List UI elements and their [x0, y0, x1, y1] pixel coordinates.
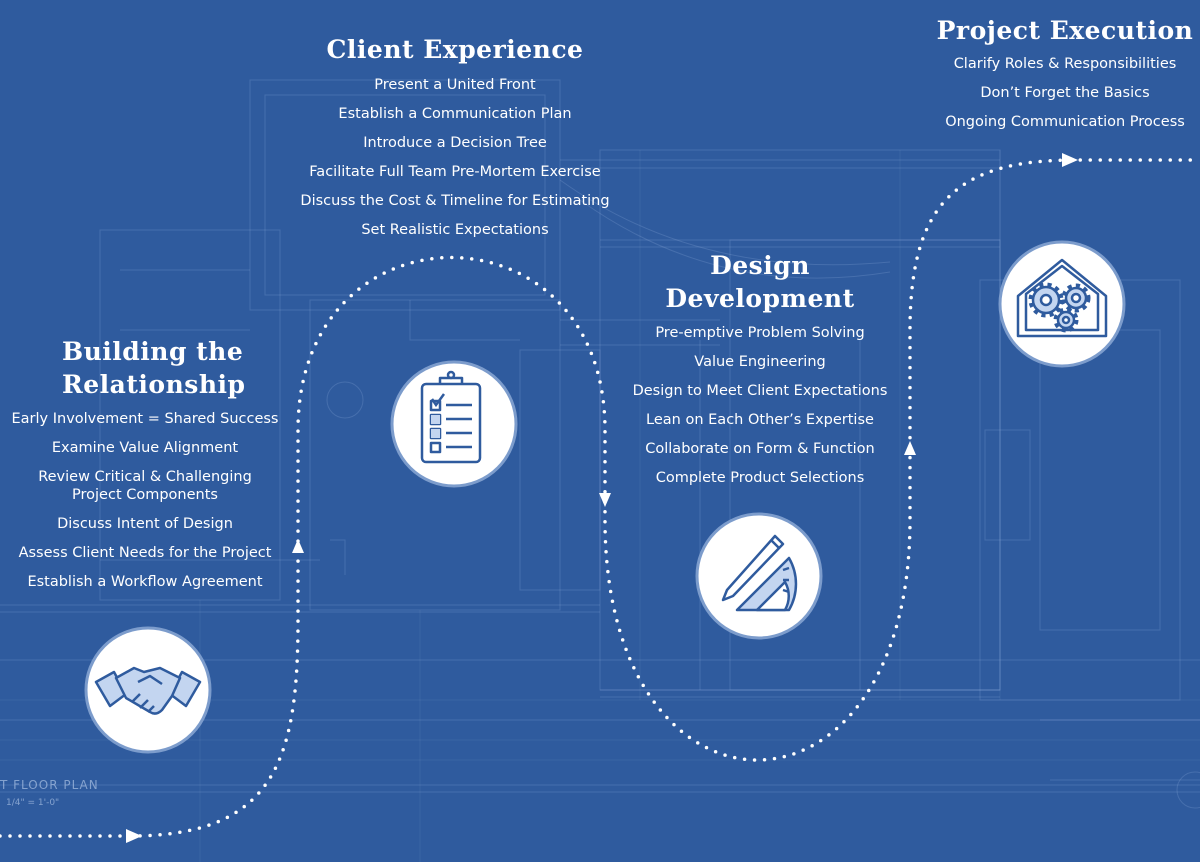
handshake-icon	[84, 626, 212, 754]
house-gears-icon	[998, 240, 1126, 368]
project-execution-list: Clarify Roles & Responsibilities Don’t F…	[930, 55, 1200, 131]
list-item: Lean on Each Other’s Expertise	[646, 412, 874, 428]
scale-label: 1/4" = 1'-0"	[6, 798, 60, 808]
list-item: Establish a Communication Plan	[338, 106, 572, 122]
list-item: Project Components	[72, 487, 218, 503]
title-line: Design	[710, 251, 810, 280]
dotted-process-curve	[0, 158, 1200, 838]
title-line: Development	[665, 284, 855, 313]
list-item: Don’t Forget the Basics	[980, 85, 1150, 101]
list-item: Pre-emptive Problem Solving	[655, 325, 865, 341]
list-item: Design to Meet Client Expectations	[632, 383, 888, 399]
list-item: Examine Value Alignment	[51, 440, 239, 456]
clipboard-checklist-icon	[390, 360, 518, 488]
design-development-title: Design Development	[605, 249, 915, 315]
list-item: Set Realistic Expectations	[361, 222, 549, 238]
arrow-center-down-icon	[599, 493, 611, 507]
arrow-bottom-right-icon	[126, 829, 142, 843]
list-item: Establish a Workflow Agreement	[27, 574, 263, 590]
pencil-protractor-icon	[695, 512, 823, 640]
list-item: Introduce a Decision Tree	[363, 135, 547, 151]
client-experience-list: Present a United Front Establish a Commu…	[255, 76, 655, 239]
client-experience-title: Client Experience	[326, 35, 584, 64]
list-item: Discuss the Cost & Timeline for Estimati…	[300, 193, 610, 209]
building-relationship-title: Building the Relationship	[62, 335, 302, 401]
design-development-list: Pre-emptive Problem Solving Value Engine…	[605, 324, 915, 487]
title-line: Relationship	[62, 370, 246, 399]
building-relationship-list: Early Involvement = Shared Success Exami…	[0, 410, 290, 591]
floor-plan-label: T FLOOR PLAN	[0, 778, 99, 792]
list-item: Present a United Front	[374, 77, 536, 93]
list-item: Ongoing Communication Process	[945, 114, 1185, 130]
list-item: Facilitate Full Team Pre-Mortem Exercise	[309, 164, 601, 180]
list-item: Early Involvement = Shared Success	[11, 411, 279, 427]
arrow-right-up-icon	[904, 441, 916, 455]
title-line: Building the	[62, 337, 244, 366]
list-item: Clarify Roles & Responsibilities	[953, 56, 1177, 72]
arrow-left-up-icon	[292, 539, 304, 553]
list-item: Assess Client Needs for the Project	[18, 545, 272, 561]
list-item: Collaborate on Form & Function	[645, 441, 875, 457]
list-item: Discuss Intent of Design	[57, 516, 233, 532]
arrow-top-right-icon	[1062, 153, 1078, 167]
list-item: Value Engineering	[694, 354, 826, 370]
list-item: Complete Product Selections	[655, 470, 865, 486]
list-item: Review Critical & Challenging	[38, 469, 252, 485]
project-execution-title: Project Execution	[936, 16, 1194, 45]
